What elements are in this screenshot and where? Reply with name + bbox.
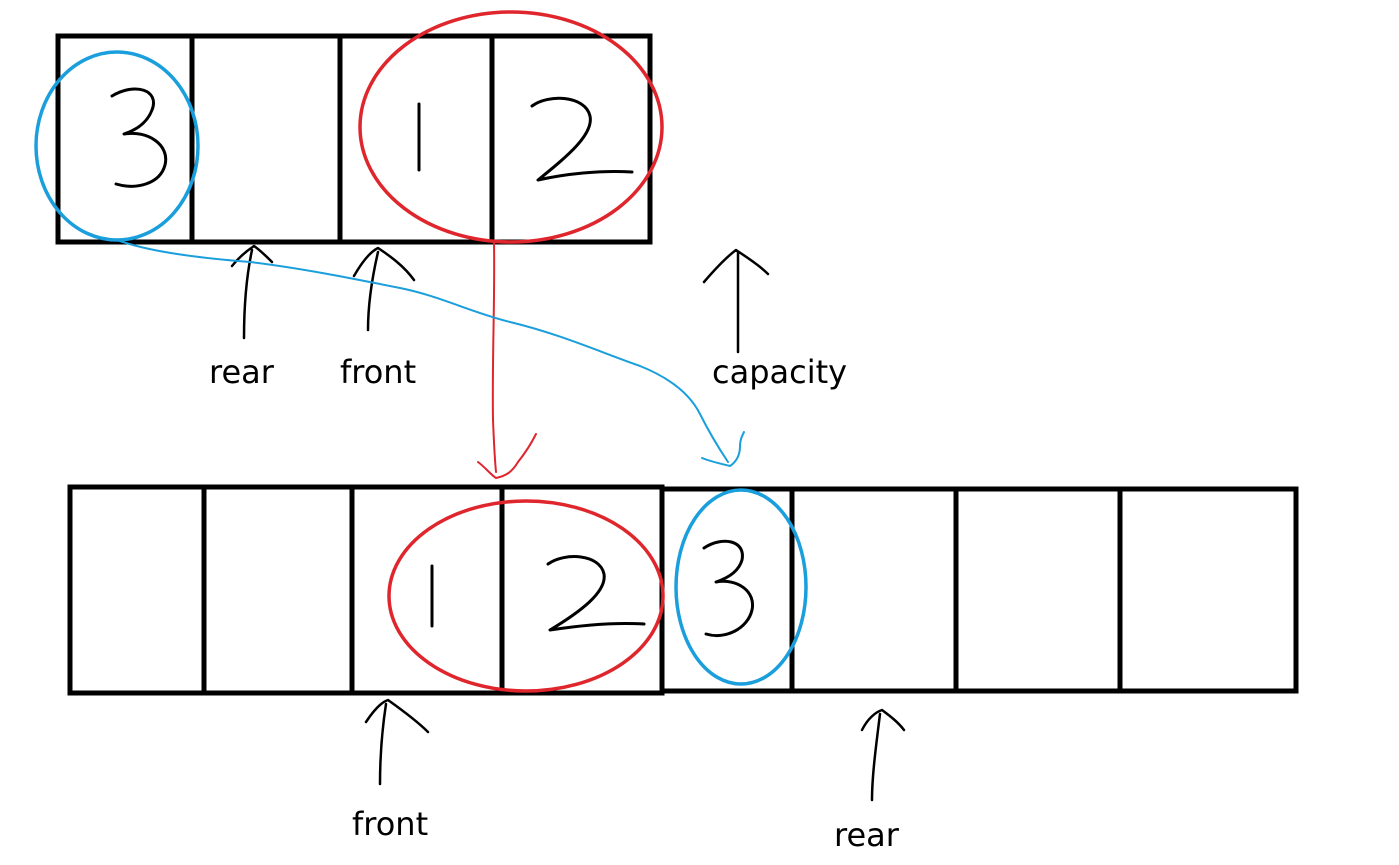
bottom-front-block-ring [387, 499, 665, 693]
wrapped-element-move-line [116, 239, 729, 463]
top-front-block-ring [358, 10, 664, 244]
bottom-array [67, 484, 1299, 802]
top-front-label: front [340, 353, 417, 391]
bottom-cell-4 [659, 486, 795, 694]
capacity-label: capacity [712, 353, 848, 391]
top-front-arrow [352, 246, 416, 332]
bottom-front-label: front [352, 805, 429, 843]
top-cell-3 [489, 33, 653, 245]
bottom-rear-label: rear [834, 816, 899, 854]
front-block-move-arrowhead [477, 433, 537, 479]
top-rear-label: rear [209, 353, 274, 391]
wrapped-element-move-arrowhead [701, 431, 745, 467]
bottom-cell-6 [953, 486, 1123, 694]
bottom-digit-2 [546, 555, 646, 632]
bottom-cell-3 [499, 484, 665, 696]
top-digit-2 [530, 96, 634, 182]
bottom-wrapped-element-ring [674, 488, 808, 686]
annotations [34, 10, 808, 693]
capacity-arrow [702, 248, 770, 354]
front-block-move-line [491, 241, 497, 473]
bottom-rear-arrow [860, 708, 906, 802]
top-digit-3 [110, 87, 168, 188]
bottom-cell-7 [1117, 486, 1299, 694]
top-array [55, 33, 770, 354]
top-rear-arrow [230, 244, 274, 340]
top-cell-2 [337, 33, 495, 245]
bottom-cell-1 [201, 484, 355, 696]
bottom-cell-5 [789, 486, 959, 694]
bottom-front-arrow [364, 698, 430, 786]
top-cell-0 [55, 33, 195, 245]
bottom-digit-3 [702, 539, 754, 637]
top-cell-1 [189, 33, 343, 245]
bottom-cell-0 [67, 484, 207, 696]
